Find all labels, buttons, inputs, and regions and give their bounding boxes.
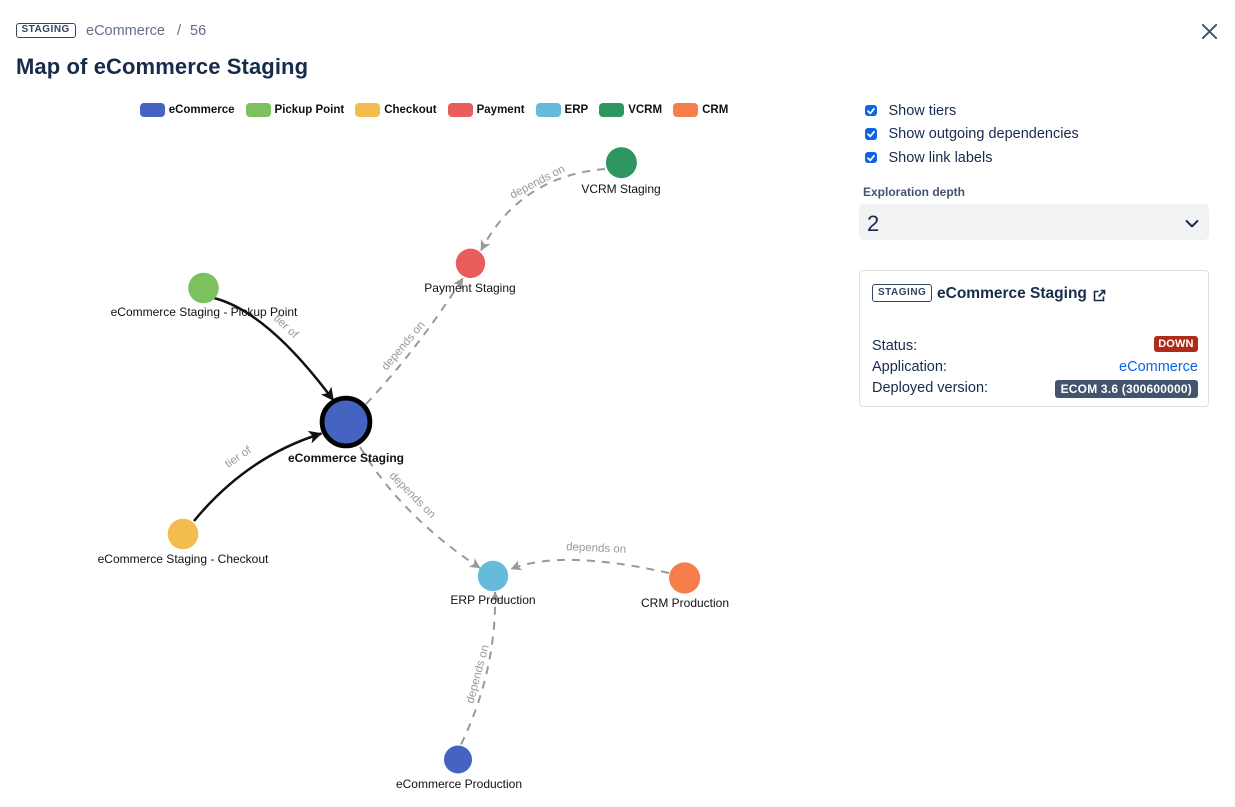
svg-text:depends on: depends on bbox=[387, 470, 438, 521]
svg-text:CRM Production: CRM Production bbox=[641, 596, 729, 610]
svg-text:tier of: tier of bbox=[223, 444, 254, 470]
svg-text:eCommerce Staging - Checkout: eCommerce Staging - Checkout bbox=[98, 552, 269, 566]
svg-text:Payment Staging: Payment Staging bbox=[424, 281, 515, 295]
svg-text:depends on: depends on bbox=[508, 163, 567, 201]
svg-text:depends on: depends on bbox=[566, 541, 627, 556]
svg-text:eCommerce Staging: eCommerce Staging bbox=[288, 451, 404, 465]
svg-text:VCRM Staging: VCRM Staging bbox=[581, 182, 660, 196]
svg-text:depends on: depends on bbox=[465, 644, 492, 705]
svg-text:depends on: depends on bbox=[380, 319, 428, 373]
svg-text:eCommerce Production: eCommerce Production bbox=[396, 777, 522, 791]
svg-text:ERP Production: ERP Production bbox=[450, 593, 535, 607]
svg-text:eCommerce Staging - Pickup Poi: eCommerce Staging - Pickup Point bbox=[111, 305, 298, 319]
